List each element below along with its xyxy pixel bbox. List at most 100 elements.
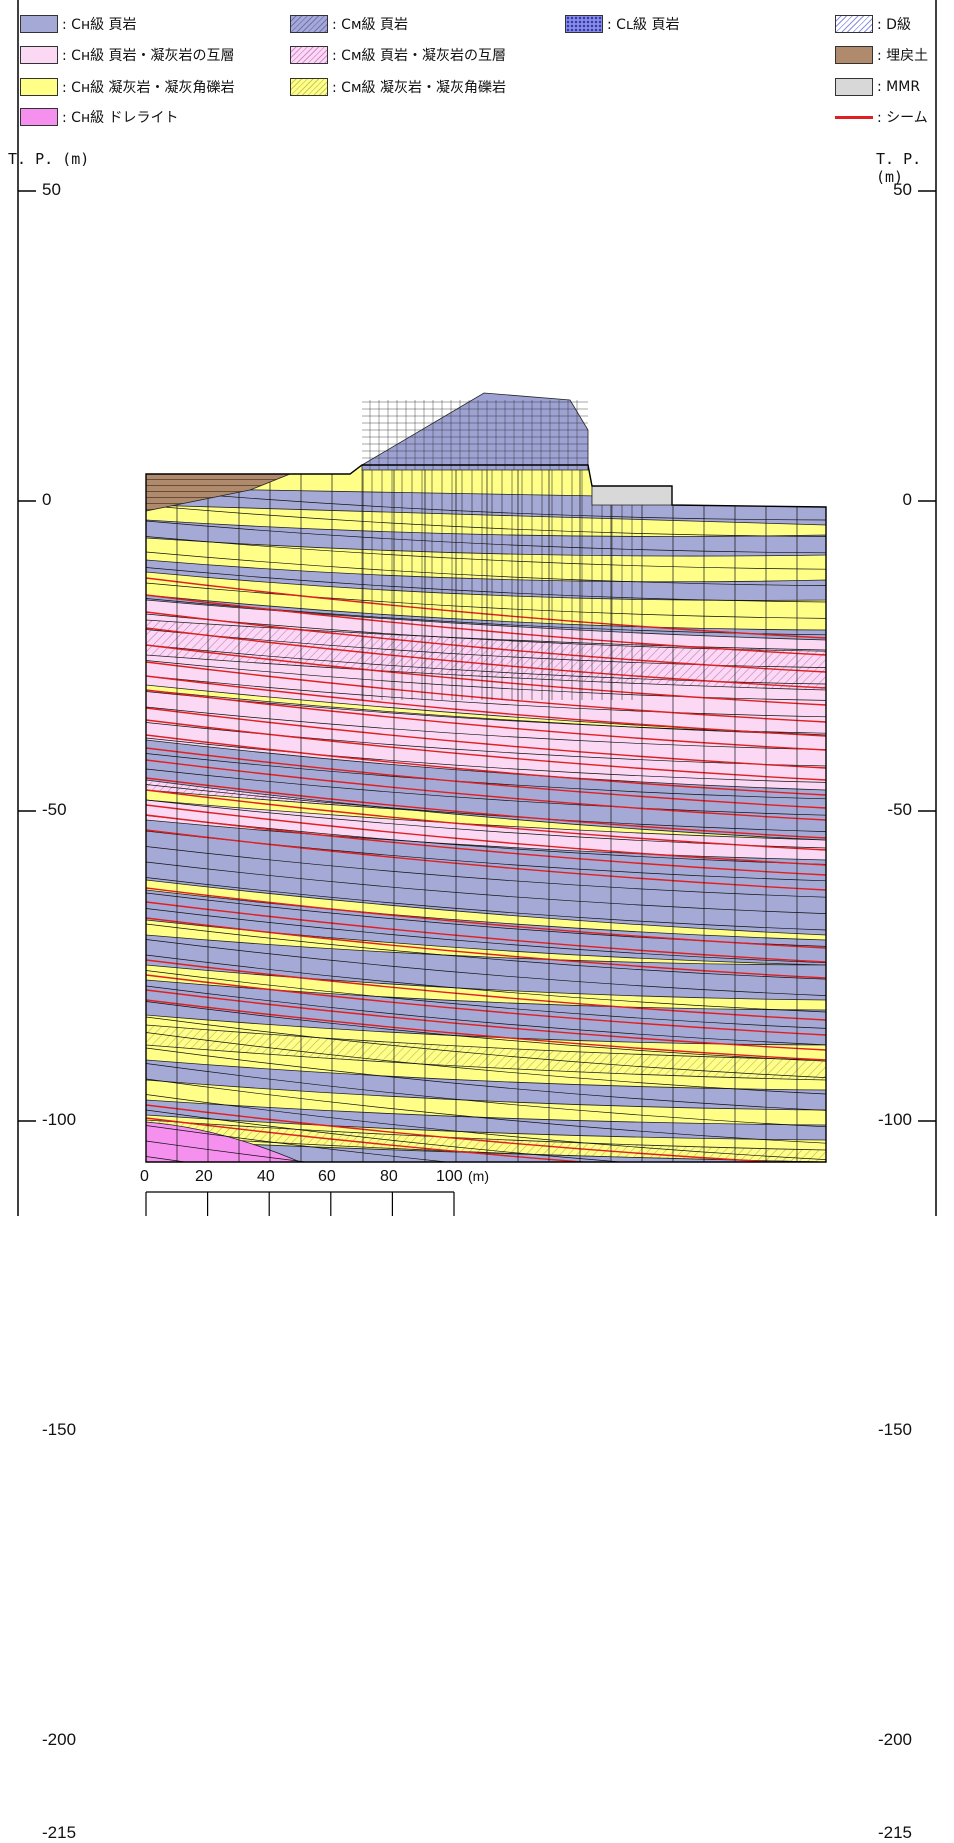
scale-label: 40 [257, 1168, 275, 1185]
stratum-layer [146, 1139, 826, 1162]
left-tick-label: 50 [42, 180, 61, 199]
mesh-line [146, 489, 826, 521]
legend-swatch-seam [835, 108, 873, 126]
mesh-line [146, 753, 826, 800]
legend-item-ch-alternation: : Cʜ級 頁岩・凝灰岩の互層 [20, 44, 235, 66]
legend-swatch-mmr [835, 78, 873, 96]
seam-line [146, 974, 826, 1036]
mesh-line [146, 1125, 826, 1162]
seam-line [146, 789, 826, 851]
embankment-shale [361, 392, 589, 471]
seam-line [146, 917, 826, 979]
seam-line [146, 594, 826, 656]
seam-line [146, 627, 826, 689]
legend-item-cm-alternation: : Cᴍ級 頁岩・凝灰岩の互層 [290, 44, 506, 66]
stratum-layer [146, 739, 826, 841]
mesh-line [146, 954, 826, 1013]
mesh-line [146, 536, 826, 570]
seam-line [146, 887, 826, 949]
left-tick-label: -50 [42, 800, 67, 819]
legend-item-ch-dolerite: : Cʜ級 ドレライト [20, 106, 179, 128]
top-features [145, 392, 673, 512]
right-tick-label: -215 [877, 1823, 912, 1842]
seam-line [146, 734, 826, 796]
axes-group [17, 0, 937, 1216]
legend-swatch-ch-shale [20, 15, 58, 33]
seam-line [146, 675, 826, 737]
legend-label: : Cᴍ級 凝灰岩・凝灰角礫岩 [332, 80, 506, 96]
left-axis-title: T. P. (m) [8, 150, 90, 168]
left-tick-label: -150 [42, 1420, 77, 1439]
mesh-line [146, 1078, 826, 1144]
seam-line [146, 989, 826, 1051]
stratum-layer [146, 1024, 826, 1081]
right-tick-label: -150 [877, 1420, 912, 1439]
seam-line [146, 1117, 826, 1162]
left-tick-label: -215 [42, 1823, 77, 1842]
legend-swatch-cl-shale [565, 15, 603, 33]
mesh-line [146, 1016, 826, 1078]
scale-unit: (m) [468, 1168, 489, 1184]
legend-item-seam: : シーム [835, 106, 928, 128]
legend-swatch-ch-dolerite [20, 108, 58, 126]
seam-line [146, 814, 826, 876]
mesh-line [146, 1140, 826, 1162]
right-tick-label: 0 [902, 490, 912, 509]
mesh-line [146, 737, 826, 783]
legend-label: : Cʜ級 ドレライト [62, 110, 179, 126]
scale-label: 100 [436, 1168, 463, 1185]
legend-swatch-d-class [835, 15, 873, 33]
legend-label: : Cʜ級 凝灰岩・凝灰角礫岩 [62, 80, 235, 96]
scale-bar [145, 1191, 455, 1216]
mesh-line [146, 908, 826, 964]
stratum-layer [146, 559, 826, 601]
mesh-line [146, 1063, 826, 1128]
mesh-line [146, 939, 826, 996]
seam-line [146, 707, 826, 769]
seam-line [146, 759, 826, 821]
legend-item-cm-tuff: : Cᴍ級 凝灰岩・凝灰角礫岩 [290, 76, 506, 98]
mesh-line [146, 660, 826, 701]
right-tick-label: 50 [893, 180, 912, 199]
right-tick-label: -100 [877, 1110, 912, 1129]
mesh-line [146, 861, 826, 914]
mesh-line [146, 629, 826, 668]
mesh-line [146, 985, 826, 1046]
mmr-block [591, 485, 673, 506]
stratum-layer [146, 1099, 826, 1141]
seam-line [146, 959, 826, 1021]
seam-line [146, 611, 826, 673]
seam-line [146, 747, 826, 809]
legend-label: : Cᴍ級 頁岩・凝灰岩の互層 [332, 48, 506, 64]
seam-line [146, 577, 826, 639]
mesh-line [146, 970, 826, 1029]
legend-swatch-cm-alternation [290, 46, 328, 64]
left-tick-label: 0 [42, 490, 52, 509]
mesh-line [146, 1001, 826, 1062]
legend-swatch-cm-shale [290, 15, 328, 33]
legend-label: : D級 [877, 17, 911, 33]
mesh-line [146, 1032, 826, 1095]
seam-line [146, 829, 826, 891]
section-body [146, 465, 826, 1162]
right-tick-label: -50 [887, 800, 912, 819]
mesh-line [146, 520, 826, 554]
legend-label: : Cᴍ級 頁岩 [332, 17, 408, 33]
mesh-line [146, 784, 826, 832]
left-tick-label: -200 [42, 1730, 77, 1749]
legend-item-ch-shale: : Cʜ級 頁岩 [20, 13, 137, 35]
geological-cross-section [17, 0, 937, 1216]
seam-line [146, 644, 826, 706]
legend-label: : Cʜ級 頁岩 [62, 17, 137, 33]
legend-item-ch-tuff: : Cʜ級 凝灰岩・凝灰角礫岩 [20, 76, 235, 98]
mesh-line [146, 706, 826, 750]
seam-line [146, 719, 826, 781]
legend-label: : Cʟ級 頁岩 [607, 17, 680, 33]
mesh-line [146, 1156, 826, 1162]
mesh-line [146, 1047, 826, 1111]
scale-label: 60 [318, 1168, 336, 1185]
seam-line [146, 901, 826, 963]
legend-item-cm-shale: : Cᴍ級 頁岩 [290, 13, 408, 35]
section-outline [145, 464, 827, 1163]
legend-swatch-ch-alternation [20, 46, 58, 64]
